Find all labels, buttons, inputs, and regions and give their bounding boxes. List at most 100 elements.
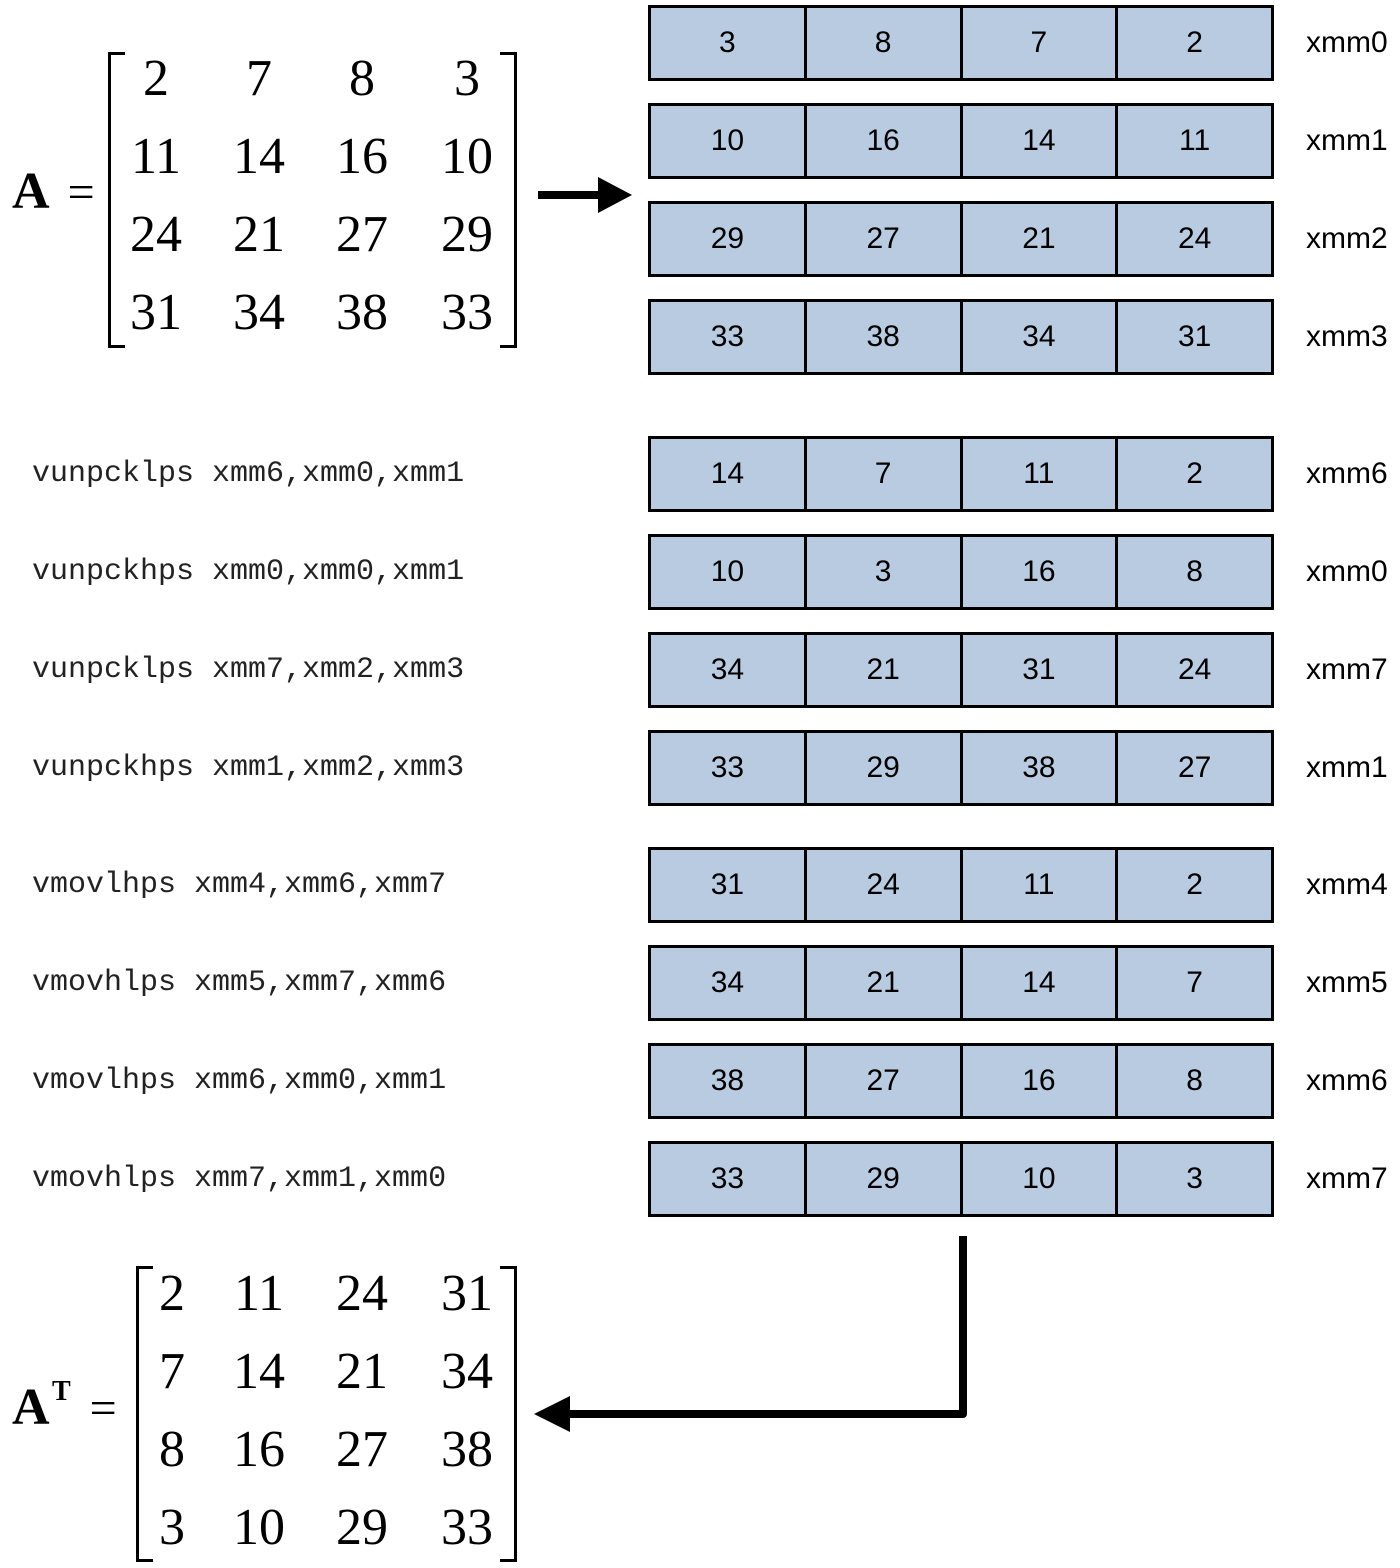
matrix-at-name: A: [12, 1379, 50, 1436]
register-cell: 29: [651, 204, 807, 274]
register-cell: 7: [963, 8, 1119, 78]
register-cell: 38: [651, 1046, 807, 1116]
matrix-a-cell: 2: [143, 50, 169, 107]
register-name: xmm7: [1306, 1162, 1388, 1195]
matrix-at-cell: 2: [159, 1265, 185, 1322]
register-cell: 31: [651, 850, 807, 920]
register-cell: 7: [807, 439, 963, 509]
register-cell: 14: [963, 106, 1119, 176]
register-cell: 24: [807, 850, 963, 920]
matrix-at-cell: 27: [336, 1421, 388, 1478]
matrix-a-right-bracket: [500, 52, 517, 348]
matrix-a-cell: 21: [233, 206, 285, 263]
matrix-a-label: A=: [12, 162, 95, 221]
matrix-at-cell: 3: [159, 1499, 185, 1556]
register-name: xmm4: [1306, 868, 1388, 901]
matrix-at-cell: 7: [159, 1343, 185, 1400]
matrix-a-cell: 38: [336, 284, 388, 341]
matrix-a-left-bracket: [108, 52, 125, 348]
register-cell: 3: [1186, 1162, 1203, 1195]
register-cell: 10: [651, 537, 807, 607]
register-name: xmm7: [1306, 653, 1388, 686]
register-cell: 11: [963, 439, 1119, 509]
register-name: xmm5: [1306, 966, 1388, 999]
register-name: xmm3: [1306, 320, 1388, 353]
register-cell: 31: [1177, 320, 1212, 353]
register-cell: 21: [963, 204, 1119, 274]
instruction-label: vunpckhps xmm0,xmm0,xmm1: [32, 555, 465, 589]
register-cell: 10: [651, 106, 807, 176]
register-cell: 34: [651, 948, 807, 1018]
register-cell: 21: [807, 635, 963, 705]
register-name: xmm6: [1306, 457, 1388, 490]
register-cell: 38: [807, 302, 963, 372]
matrix-at-cell: 31: [441, 1265, 493, 1322]
register-cell: 7: [1186, 966, 1203, 999]
matrix-a-cell: 3: [454, 50, 480, 107]
matrix-at-cell: 16: [233, 1421, 285, 1478]
matrix-at-cell: 29: [336, 1499, 388, 1556]
register-cell: 38: [963, 733, 1119, 803]
matrix-a-cell: 33: [441, 284, 493, 341]
register-cell: 11: [963, 850, 1119, 920]
matrix-at-superscript: T: [52, 1376, 71, 1407]
matrix-at-cell: 11: [233, 1265, 285, 1322]
result-arrow-head: [534, 1396, 570, 1432]
register-cell: 31: [963, 635, 1119, 705]
instruction-label: vmovhlps xmm5,xmm7,xmm6: [32, 966, 447, 1000]
matrix-at-cell: 21: [336, 1343, 388, 1400]
load-arrow-head: [598, 177, 632, 213]
register-cell: 29: [807, 1144, 963, 1214]
register-cell: 27: [807, 1046, 963, 1116]
register-cell: 16: [963, 1046, 1119, 1116]
register-cell: 2: [1186, 457, 1203, 490]
register-cell: 11: [1179, 124, 1211, 157]
matrix-a-cell: 14: [233, 128, 285, 185]
register-cell: 24: [1177, 653, 1212, 686]
matrix-at-label: A=: [12, 1378, 117, 1437]
matrix-at-cell: 14: [233, 1343, 285, 1400]
matrix-a-cell: 7: [246, 50, 272, 107]
register-cell: 3: [651, 8, 807, 78]
matrix-a-name: A: [12, 163, 50, 220]
matrix-at-cell: 38: [441, 1421, 493, 1478]
result-arrow-shaft: [566, 1236, 967, 1418]
register-name: xmm0: [1306, 555, 1388, 588]
register-name: xmm6: [1306, 1064, 1388, 1097]
instruction-label: vmovlhps xmm4,xmm6,xmm7: [32, 868, 447, 902]
register-cell: 16: [807, 106, 963, 176]
instruction-label: vunpckhps xmm1,xmm2,xmm3: [32, 751, 465, 785]
register-cell: 14: [651, 439, 807, 509]
register-cell: 34: [963, 302, 1119, 372]
register-cell: 27: [807, 204, 963, 274]
instruction-label: vunpcklps xmm7,xmm2,xmm3: [32, 653, 465, 687]
matrix-at-left-bracket: [136, 1266, 153, 1562]
matrix-a-equals: =: [67, 166, 95, 219]
register-name: xmm2: [1306, 222, 1388, 255]
register-cell: 33: [651, 1144, 807, 1214]
register-name: xmm0: [1306, 26, 1388, 59]
register-cell: 8: [1186, 555, 1203, 588]
matrix-a-cell: 34: [233, 284, 285, 341]
register-cell: 27: [1177, 751, 1212, 784]
register-cell: 21: [807, 948, 963, 1018]
matrix-a-cell: 29: [441, 206, 493, 263]
register-name: xmm1: [1306, 751, 1388, 784]
instruction-label: vunpcklps xmm6,xmm0,xmm1: [32, 457, 465, 491]
register-name: xmm1: [1306, 124, 1388, 157]
register-cell: 14: [963, 948, 1119, 1018]
matrix-at-right-bracket: [500, 1266, 517, 1562]
matrix-at-cell: 8: [159, 1421, 185, 1478]
register-cell: 34: [651, 635, 807, 705]
